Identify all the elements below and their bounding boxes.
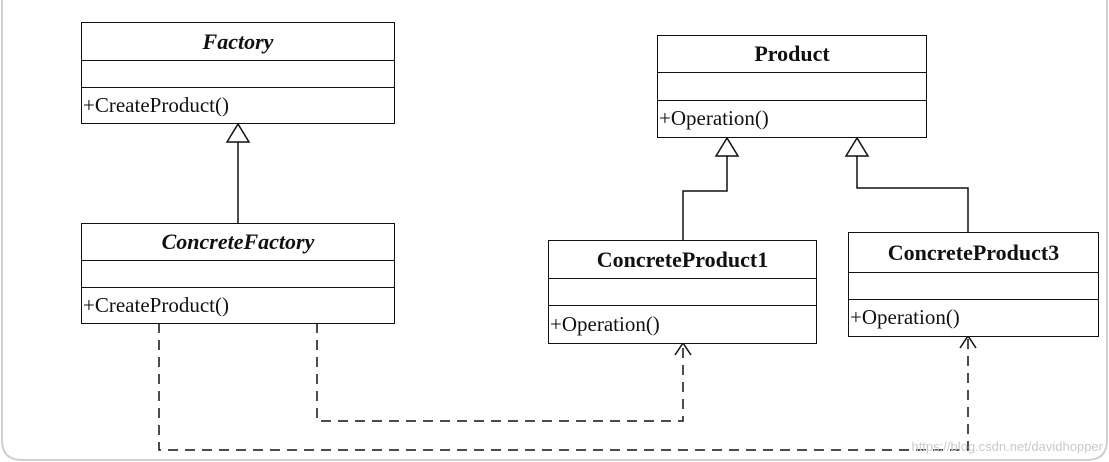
class-product-name: Product	[658, 36, 926, 73]
class-concrete-product1-attributes	[549, 279, 816, 306]
class-concrete-product3[interactable]: ConcreteProduct3 +Operation()	[848, 232, 1099, 337]
class-concrete-product1-operation: +Operation()	[550, 311, 660, 336]
class-factory-name: Factory	[82, 23, 394, 61]
class-product-attributes	[658, 73, 926, 101]
dependency-line-product1	[316, 323, 684, 422]
class-concrete-factory-operation: +CreateProduct()	[83, 292, 229, 317]
class-factory-operation: +CreateProduct()	[83, 92, 229, 117]
generalization-arrowhead-product1	[714, 136, 740, 157]
dependency-line-product3	[158, 323, 969, 451]
class-concrete-product1[interactable]: ConcreteProduct1 +Operation()	[548, 240, 817, 344]
class-concrete-factory-name: ConcreteFactory	[82, 224, 394, 261]
class-concrete-factory-attributes	[82, 261, 394, 288]
watermark-text: https://blog.csdn.net/davidhopper	[911, 439, 1103, 454]
class-factory[interactable]: Factory +CreateProduct()	[81, 22, 395, 124]
class-factory-attributes	[82, 61, 394, 88]
class-concrete-factory[interactable]: ConcreteFactory +CreateProduct()	[81, 223, 395, 324]
generalization-arrowhead-product3	[844, 136, 870, 157]
class-concrete-product1-name: ConcreteProduct1	[549, 241, 816, 279]
generalization-arrowhead-factory	[225, 122, 251, 143]
class-concrete-product3-operation: +Operation()	[850, 305, 960, 329]
class-concrete-product3-name: ConcreteProduct3	[849, 233, 1098, 273]
class-product[interactable]: Product +Operation()	[657, 35, 927, 138]
class-concrete-product3-attributes	[849, 273, 1098, 300]
generalization-line-product3	[856, 156, 969, 233]
class-product-operation: +Operation()	[659, 106, 769, 130]
generalization-line-product1	[682, 156, 728, 241]
